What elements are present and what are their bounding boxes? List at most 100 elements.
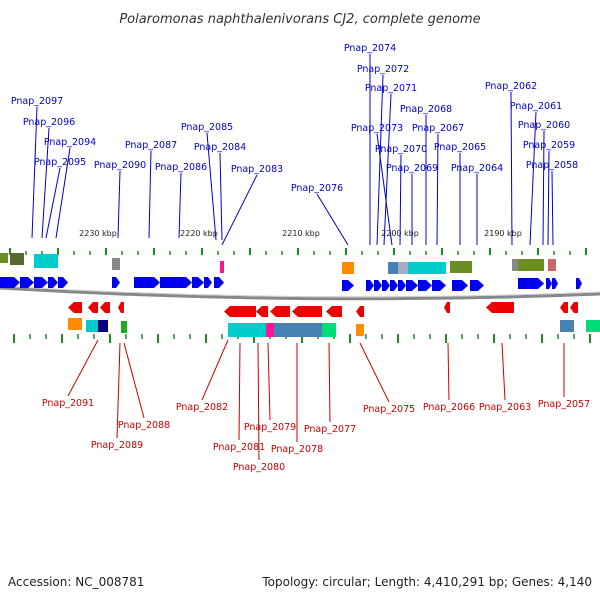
forward-gene-arrow [134,277,160,288]
callout-line [267,342,271,421]
feature-box [0,253,8,263]
gene-label-reverse: Pnap_2077 [304,424,356,435]
feature-box [450,261,472,273]
feature-box [220,261,224,273]
gene-label-reverse: Pnap_2080 [233,462,285,473]
gene-label-forward: Pnap_2084 [194,142,246,153]
feature-box [356,324,364,336]
callout-line [399,154,402,246]
reverse-features [68,318,600,337]
reverse-gene-arrow [68,302,82,313]
forward-gene-arrow [0,277,20,288]
feature-box [388,262,398,274]
callout-line [376,74,384,246]
callout-line [221,174,258,246]
forward-gene-arrow [470,280,484,291]
gene-label-reverse: Pnap_2078 [271,444,323,455]
callout-line [31,106,38,239]
reverse-gene-arrow [88,302,98,313]
gene-label-forward: Pnap_2087 [125,140,177,151]
feature-box [274,323,322,337]
callout-line [510,91,513,246]
gene-label-reverse: Pnap_2081 [213,442,265,453]
forward-gene-arrow [576,278,582,289]
callout-line [67,339,99,397]
reverse-gene-arrow [356,306,364,317]
feature-box [266,323,274,337]
forward-gene-arrow [432,280,446,291]
forward-gene-arrow [406,280,418,291]
gene-label-forward: Pnap_2096 [23,117,75,128]
feature-box [68,318,82,330]
callout-line [178,172,182,239]
callout-line [206,132,217,241]
gene-label-forward: Pnap_2086 [155,162,207,173]
reverse-gene-arrow [118,302,124,313]
gene-label-forward: Pnap_2090 [94,160,146,171]
callout-line [383,93,392,246]
gene-label-forward: Pnap_2095 [34,157,86,168]
reverse-gene-arrow [270,306,290,317]
reverse-gene-arrow [570,302,578,313]
genome-summary: Topology: circular; Length: 4,410,291 bp… [261,575,592,589]
callout-line [201,339,229,401]
forward-gene-arrow [112,277,120,288]
reverse-gene-arrow [326,306,342,317]
forward-gene-arrow [192,277,204,288]
gene-label-forward: Pnap_2060 [518,120,570,131]
forward-gene-arrow [398,280,406,291]
callout-line [547,150,550,246]
callout-line [501,342,506,401]
feature-box [548,259,556,271]
gene-label-forward: Pnap_2065 [434,142,486,153]
callout-line [117,170,121,239]
feature-box [408,262,446,274]
gene-label-forward: Pnap_2069 [386,163,438,174]
reverse-gene-arrow [444,302,450,313]
forward-gene-arrow [342,280,354,291]
gene-label-forward: Pnap_2068 [400,104,452,115]
tick-row-bottom [13,334,591,343]
accession-label: Accession: NC_008781 [8,575,144,589]
callout-line [529,111,537,246]
feature-box [10,253,24,265]
gene-label-forward: Pnap_2064 [451,163,503,174]
reverse-gene-arrow [100,302,110,313]
gene-label-forward: Pnap_2097 [11,96,63,107]
gene-label-forward: Pnap_2085 [181,122,233,133]
feature-box [518,259,544,271]
gene-label-forward: Pnap_2076 [291,183,343,194]
gene-label-forward: Pnap_2094 [44,137,96,148]
genome-backbone [0,286,600,301]
feature-box [112,258,120,270]
feature-box [228,323,256,337]
gene-label-forward: Pnap_2083 [231,164,283,175]
feature-box [512,259,518,271]
genome-backbone-highlight [0,285,600,298]
feature-box [121,321,127,333]
callout-line [238,342,241,441]
feature-box [86,320,98,332]
gene-label-forward: Pnap_2070 [375,144,427,155]
callout-line [359,342,390,403]
callout-line [447,342,450,401]
forward-gene-arrow [552,278,558,289]
gene-label-reverse: Pnap_2075 [363,404,415,415]
forward-gene-arrow [20,277,34,288]
tick-row-top [9,248,587,255]
forward-gene-arrow [204,277,212,288]
callout-line [116,342,121,439]
forward-gene-arrow [58,277,68,288]
gene-label-reverse: Pnap_2079 [244,422,296,433]
gene-label-forward: Pnap_2074 [344,43,396,54]
forward-gene-arrow [374,280,382,291]
forward-gene-arrow [546,278,552,289]
feature-box [256,323,266,337]
callout-line [219,152,223,241]
forward-features [0,253,556,274]
genome-title: Polaromonas naphthalenivorans CJ2, compl… [119,12,480,27]
forward-gene-arrow [452,280,468,291]
callout-line [55,147,71,239]
